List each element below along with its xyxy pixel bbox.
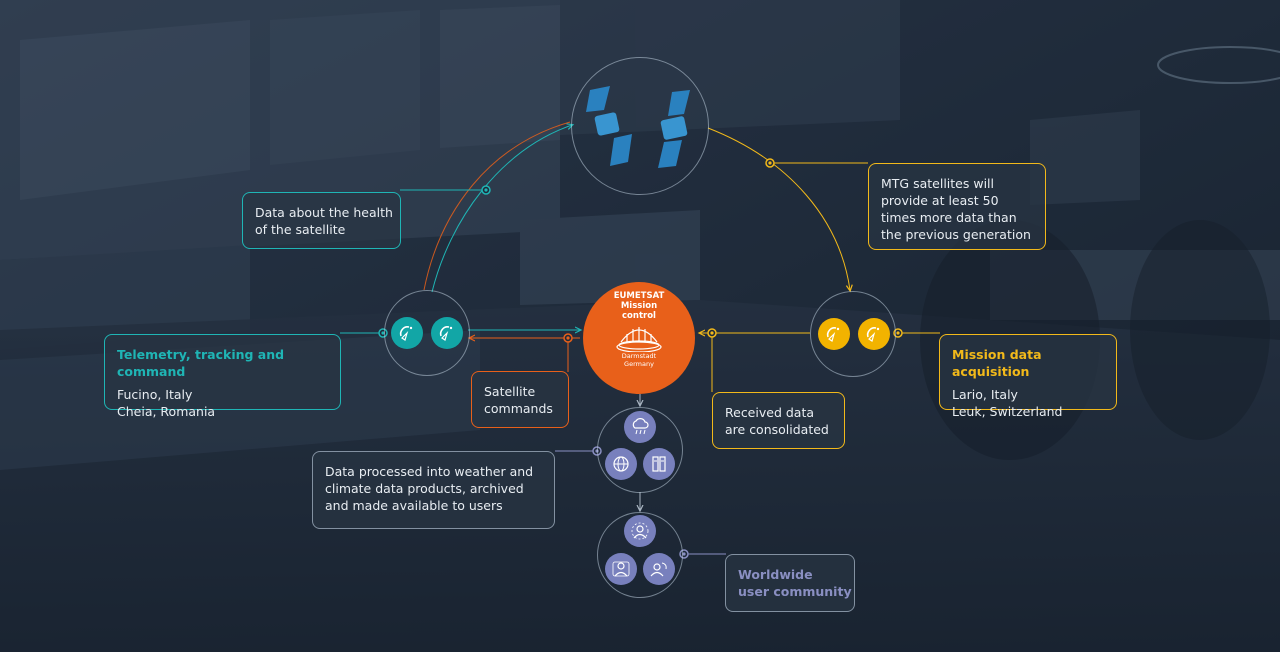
antenna-dish-icon (858, 318, 890, 350)
user-web-icon (643, 553, 675, 585)
mission-acq-heading: Mission data acquisition (952, 347, 1042, 379)
processing-ring (597, 407, 683, 493)
hub-title: EUMETSAT Mission control (613, 291, 665, 321)
user-group-icon (605, 553, 637, 585)
data-processing-box: Data processed into weather and climate … (312, 451, 555, 529)
ttc-stations-ring (384, 290, 470, 376)
globe-icon (605, 448, 637, 480)
worldwide-users-box: Worldwide user community (725, 554, 855, 612)
eumetsat-mission-control-hub: EUMETSAT Mission control Darmstadt Germa… (583, 282, 695, 394)
cloud-rain-icon (624, 411, 656, 443)
user-profile-icon (624, 515, 656, 547)
command-uplink-line (423, 121, 571, 291)
antenna-dish-icon (818, 318, 850, 350)
control-centre-building-icon (616, 327, 662, 352)
satellite-commands-box: Satellite commands (471, 371, 569, 428)
received-data-box: Received data are consolidated (712, 392, 845, 449)
mtg-data-volume-box: MTG satellites will provide at least 50 … (868, 163, 1046, 250)
server-archive-icon (643, 448, 675, 480)
acquisition-stations-ring (810, 291, 896, 377)
ttc-heading: Telemetry, tracking and command (117, 347, 285, 379)
hub-location: Darmstadt Germany (621, 352, 657, 368)
mission-data-downlink-line (707, 127, 850, 290)
telemetry-uplink-line (431, 125, 572, 293)
satellites-ring (571, 57, 709, 195)
users-ring (597, 512, 683, 598)
antenna-dish-icon (391, 317, 423, 349)
ttc-stations-box: Telemetry, tracking and command Fucino, … (104, 334, 341, 419)
satellite-icon (586, 86, 632, 166)
satellite-health-box: Data about the health of the satellite (242, 192, 401, 249)
satellite-icon (658, 90, 690, 168)
antenna-dish-icon (431, 317, 463, 349)
mission-data-acquisition-box: Mission data acquisition Lario, Italy Le… (939, 334, 1117, 419)
